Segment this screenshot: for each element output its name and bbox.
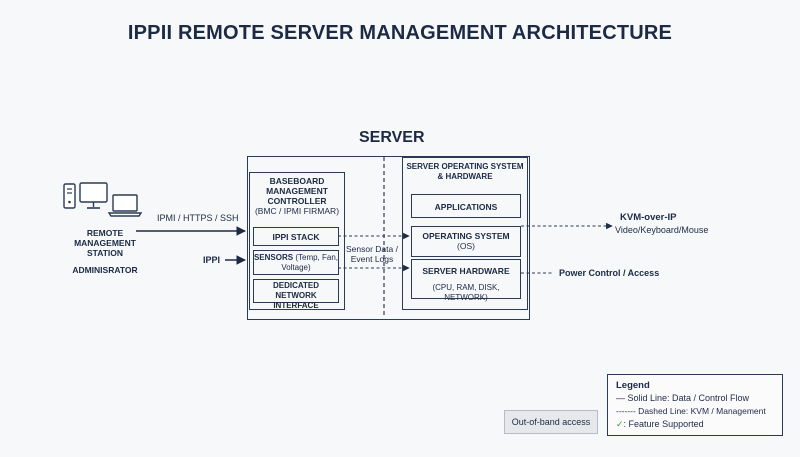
server-label: SERVER [359,129,425,146]
administrator-label: ADMINISRATOR [72,265,138,275]
sensors-box [253,250,339,275]
dedicated-network-interface-box [253,279,339,303]
operating-system-box [411,226,521,257]
kvm-title: KVM-over-IP [620,212,677,223]
legend-solid-line: — Solid Line: Data / Control Flow [616,393,750,403]
remote-station-label: REMOTE MANAGEMENT STATION [74,228,136,258]
sensors-label: SENSORS (Temp, Fan, Voltage) [253,253,339,272]
out-of-band-access-badge: Out-of-band access [504,410,598,434]
os-hardware-title: SERVER OPERATING SYSTEM & HARDWARE [406,162,524,181]
applications-box [411,194,521,218]
operating-system-label: OPERATING SYSTEM (OS) [422,231,510,251]
desktop-tower-icon [63,183,76,209]
server-hardware-label: SERVER HARDWARE (CPU, RAM, DISK, NETWORK… [422,266,510,302]
sensor-data-label: Sensor Data / Event Logs [346,244,398,264]
server-box [247,156,530,320]
ippi-stack-label: IPPI STACK [272,232,320,242]
legend-title: Legend [616,380,650,391]
ippi-link-label: IPPI [203,255,221,265]
power-control-label: Power Control / Access [559,268,660,278]
server-hardware-box [411,259,521,299]
bmc-title: BASEBOARD MANAGEMENT CONTROLLER (BMC / I… [254,176,340,216]
kvm-subtitle: Video/Keyboard/Mouse [615,225,709,235]
legend: Legend — Solid Line: Data / Control Flow… [607,374,783,436]
ippi-stack-box [253,227,339,246]
applications-label: APPLICATIONS [434,202,498,212]
legend-feature-supported: ✓: Feature Supported [616,419,704,429]
checkmark-icon: ✓ [616,419,624,429]
diagram-title: IPPII REMOTE SERVER MANAGEMENT ARCHITECT… [127,22,673,44]
legend-dashed-line: ------- Dashed Line: KVM / Management [616,406,766,416]
ipmi-link-label: IPMI / HTTPS / SSH [157,213,239,223]
dedicated-network-interface-label: DEDICATED NETWORK INTERFACE [272,281,320,310]
bmc-box [249,172,345,310]
laptop-icon [107,194,143,217]
os-hardware-box [402,157,528,310]
monitor-icon [79,182,108,209]
remote-station-icons [63,182,143,217]
